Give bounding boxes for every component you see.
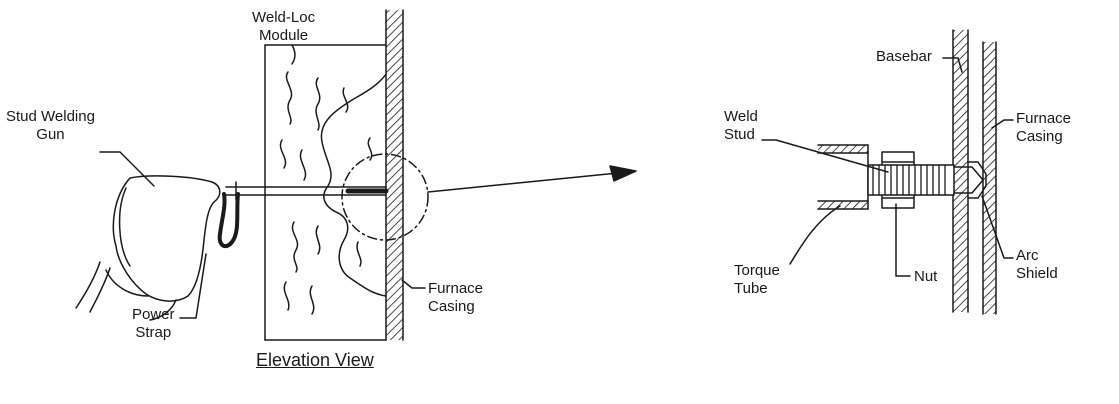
label-weld-loc-module-line1: Weld-Loc [252, 9, 316, 26]
label-arc-shield-line1: Arc [1016, 247, 1039, 264]
label-stud-welding-gun: Stud Welding Gun [6, 108, 95, 144]
label-weld-stud-line1: Weld [724, 108, 758, 125]
nut-leader [895, 203, 911, 277]
label-weld-loc-module: Weld-Loc Module [252, 9, 315, 45]
label-torque-tube-line2: Tube [734, 280, 768, 297]
label-power-strap-line2: Strap [135, 324, 172, 341]
label-nut: Nut [914, 268, 937, 286]
label-torque-tube: Torque Tube [734, 262, 780, 298]
label-power-strap-line1: Power [132, 306, 175, 323]
elevation-view-caption: Elevation View [256, 350, 374, 370]
arc-shield [967, 161, 987, 199]
detail-pointer-arrow [427, 165, 637, 193]
weld-stud [867, 164, 984, 196]
label-weld-stud-line2: Stud [724, 126, 755, 143]
label-arc-shield: Arc Shield [1016, 247, 1058, 283]
furnace-casing-wall [385, 9, 404, 341]
detail-callout-circle [341, 153, 429, 241]
label-detail-furnace-casing: Furnace Casing [1016, 110, 1071, 146]
label-stud-welding-gun-line2: Gun [36, 126, 65, 143]
strap-leader [179, 253, 207, 319]
weld-stud-rod [225, 181, 389, 201]
gun-leader [99, 151, 155, 187]
basebar-section [952, 29, 969, 313]
label-torque-tube-line1: Torque [734, 262, 780, 279]
power-strap [217, 192, 240, 249]
label-weld-loc-module-line2: Module [258, 27, 309, 44]
label-power-strap: Power Strap [132, 306, 175, 342]
basebar-leader [942, 57, 963, 73]
label-arc-shield-line2: Shield [1016, 265, 1058, 282]
label-stud-welding-gun-line1: Stud Welding [6, 108, 95, 125]
stud-welding-gun [75, 175, 221, 321]
label-detail-furnace-casing-line2: Casing [1016, 128, 1063, 145]
label-basebar-text: Basebar [876, 48, 932, 65]
torque-tube [817, 144, 869, 210]
label-furnace-casing-line1: Furnace [428, 280, 484, 297]
label-weld-stud: Weld Stud [724, 108, 758, 144]
shield-leader [981, 195, 1014, 259]
module-leader [291, 44, 296, 65]
detail-furnace-casing [982, 41, 997, 315]
label-furnace-casing-line2: Casing [428, 298, 475, 315]
label-nut-text: Nut [914, 268, 938, 285]
label-basebar: Basebar [876, 48, 932, 66]
weld-loc-module [264, 44, 387, 341]
tube-leader [789, 205, 841, 265]
label-furnace-casing: Furnace Casing [428, 280, 483, 316]
label-detail-furnace-casing-line1: Furnace [1016, 110, 1072, 127]
stud-leader [761, 139, 889, 173]
casing-leader [401, 279, 426, 289]
detail-casing-leader [991, 119, 1014, 129]
